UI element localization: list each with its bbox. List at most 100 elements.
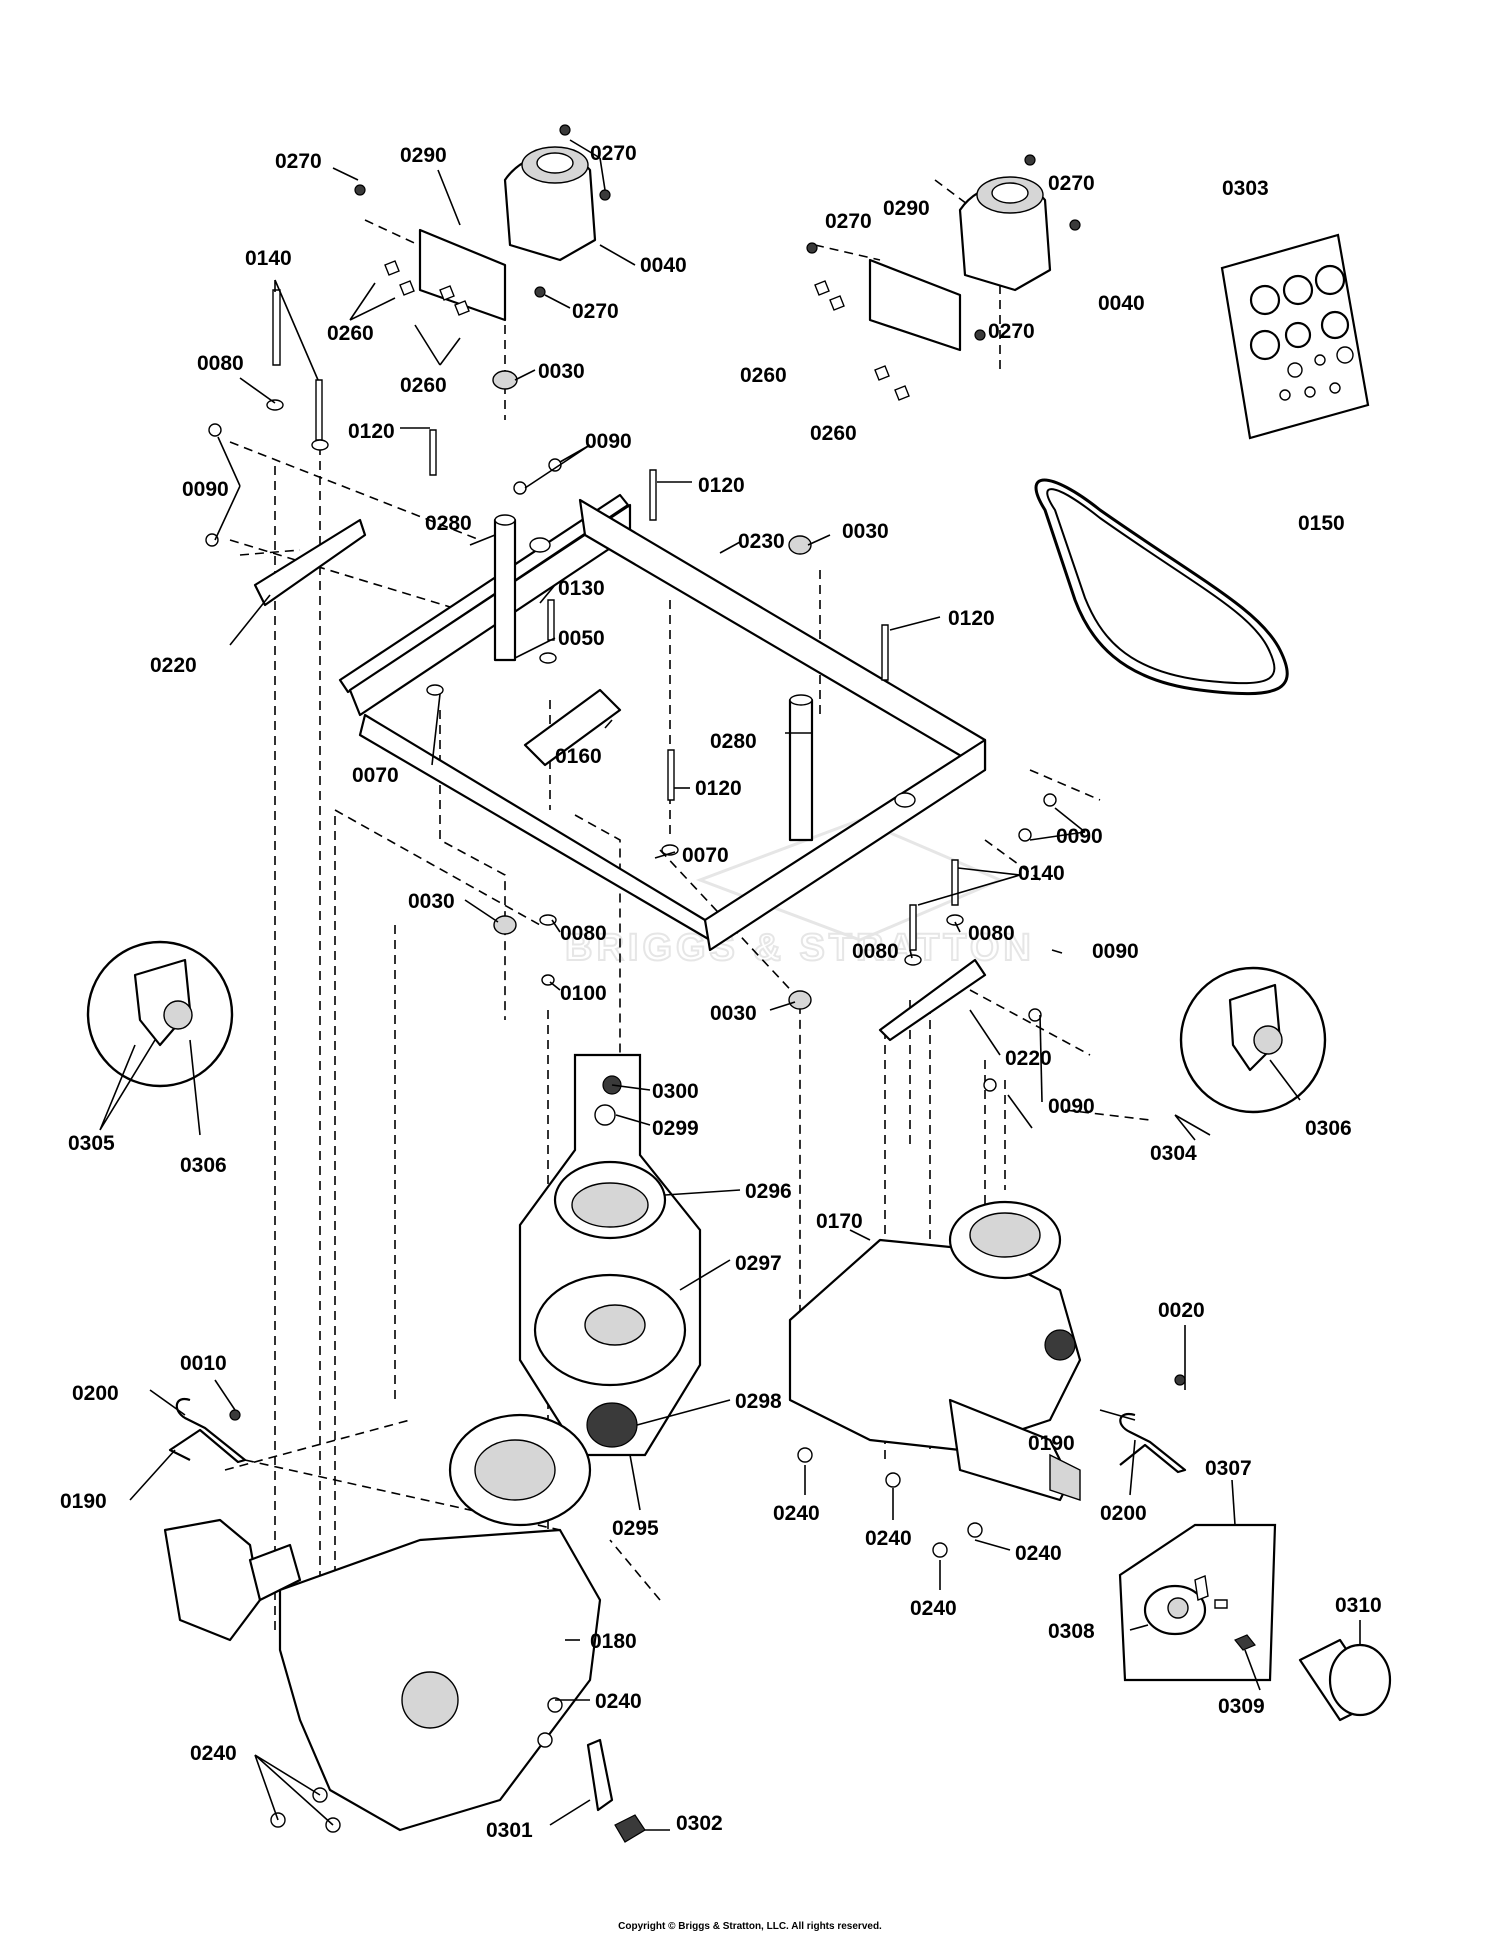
callout-label: 0230 bbox=[738, 530, 785, 553]
callout-label: 0270 bbox=[572, 300, 619, 323]
callout-label: 0270 bbox=[825, 210, 872, 233]
clip-0190-right bbox=[1119, 1412, 1187, 1474]
oil-filter-0310 bbox=[1298, 1638, 1392, 1722]
callout-label: 0180 bbox=[590, 1630, 637, 1653]
callout-label: 0270 bbox=[590, 142, 637, 165]
callout-label: 0170 bbox=[816, 1210, 863, 1233]
tube-0280-left bbox=[493, 518, 517, 662]
callout-label: 0240 bbox=[910, 1597, 957, 1620]
callout-label: 0240 bbox=[1015, 1542, 1062, 1565]
clip-0302 bbox=[614, 1814, 646, 1843]
callout-label: 0070 bbox=[352, 764, 399, 787]
clip-0190-left bbox=[168, 1397, 247, 1464]
callout-label: 0030 bbox=[408, 890, 455, 913]
callout-label: 0070 bbox=[682, 844, 729, 867]
callout-label: 0280 bbox=[710, 730, 757, 753]
left-transaxle-0180 bbox=[163, 1413, 602, 1833]
callout-label: 0140 bbox=[245, 247, 292, 270]
callout-label: 0100 bbox=[560, 982, 607, 1005]
callout-label: 0140 bbox=[1018, 862, 1065, 885]
callout-label: 0302 bbox=[676, 1812, 723, 1835]
callout-label: 0295 bbox=[612, 1517, 659, 1540]
right-pump-assembly bbox=[806, 154, 1081, 401]
callout-label: 0130 bbox=[558, 577, 605, 600]
fastener-0020 bbox=[1174, 1374, 1186, 1386]
callout-label: 0200 bbox=[1100, 1502, 1147, 1525]
callout-label: 0120 bbox=[698, 474, 745, 497]
nut-0309 bbox=[1234, 1634, 1256, 1651]
callout-label: 0020 bbox=[1158, 1299, 1205, 1322]
callout-label: 0030 bbox=[710, 1002, 757, 1025]
callout-label: 0290 bbox=[400, 144, 447, 167]
callout-label: 0240 bbox=[595, 1690, 642, 1713]
callout-label: 0304 bbox=[1150, 1142, 1197, 1165]
collar-0030-upper-right bbox=[788, 535, 812, 555]
seal-kit-0303 bbox=[1220, 233, 1370, 440]
callout-label: 0120 bbox=[948, 607, 995, 630]
leader-lines bbox=[99, 139, 1361, 1831]
hub-kit-0307 bbox=[1118, 1523, 1277, 1682]
callout-label: 0270 bbox=[275, 150, 322, 173]
callout-label: 0090 bbox=[1092, 940, 1139, 963]
callout-label: 0240 bbox=[190, 1742, 237, 1765]
left-axle-hub bbox=[163, 1518, 262, 1642]
washer-0299 bbox=[594, 1104, 616, 1126]
callout-label: 0260 bbox=[740, 364, 787, 387]
callout-label: 0040 bbox=[640, 254, 687, 277]
callout-label: 0298 bbox=[735, 1390, 782, 1413]
callout-label: 0120 bbox=[695, 777, 742, 800]
bolts bbox=[205, 289, 1057, 1092]
collar-0030-upper-left bbox=[492, 370, 518, 390]
callout-label: 0260 bbox=[400, 374, 447, 397]
callout-label: 0090 bbox=[1048, 1095, 1095, 1118]
callout-label: 0305 bbox=[68, 1132, 115, 1155]
callout-label: 0240 bbox=[865, 1527, 912, 1550]
callout-label: 0080 bbox=[560, 922, 607, 945]
callout-label: 0290 bbox=[883, 197, 930, 220]
frame-tubes bbox=[493, 514, 814, 842]
hub-0298 bbox=[586, 1402, 638, 1448]
detail-circle-right bbox=[1179, 966, 1327, 1114]
fastener-0010 bbox=[229, 1409, 241, 1421]
callout-label: 0307 bbox=[1205, 1457, 1252, 1480]
bracket-0220-right bbox=[878, 958, 987, 1042]
left-pump-assembly bbox=[354, 124, 611, 390]
watermark-text: BRIGGS & STRATTON bbox=[565, 927, 1035, 969]
callout-label: 0301 bbox=[486, 1819, 533, 1842]
callout-label: 0150 bbox=[1298, 512, 1345, 535]
callout-label: 0297 bbox=[735, 1252, 782, 1275]
callout-label: 0090 bbox=[585, 430, 632, 453]
callout-label: 0030 bbox=[538, 360, 585, 383]
collar-0030-lower-left bbox=[493, 915, 517, 935]
callout-label: 0309 bbox=[1218, 1695, 1265, 1718]
callout-label: 0120 bbox=[348, 420, 395, 443]
callout-label: 0160 bbox=[555, 745, 602, 768]
callout-label: 0080 bbox=[197, 352, 244, 375]
callout-label: 0220 bbox=[150, 654, 197, 677]
tube-0280-right bbox=[788, 698, 814, 842]
callout-label: 0190 bbox=[60, 1490, 107, 1513]
main-frame bbox=[338, 493, 987, 952]
callout-label: 0260 bbox=[810, 422, 857, 445]
linkage-0301 bbox=[586, 1738, 614, 1812]
callout-label: 0050 bbox=[558, 627, 605, 650]
callout-label: 0296 bbox=[745, 1180, 792, 1203]
pump-mounting-plate-left bbox=[418, 228, 507, 322]
plate-0160 bbox=[523, 688, 622, 767]
callout-label: 0090 bbox=[182, 478, 229, 501]
callout-label: 0280 bbox=[425, 512, 472, 535]
callout-label: 0080 bbox=[852, 940, 899, 963]
copyright-notice: Copyright © Briggs & Stratton, LLC. All … bbox=[618, 1921, 882, 1932]
callout-label: 0303 bbox=[1222, 177, 1269, 200]
callout-label: 0080 bbox=[968, 922, 1015, 945]
callout-label: 0010 bbox=[180, 1352, 227, 1375]
callout-label: 0190 bbox=[1028, 1432, 1075, 1455]
callout-label: 0030 bbox=[842, 520, 889, 543]
callout-labels: 0270 0290 0270 0040 0270 0260 0260 0030 … bbox=[60, 142, 1382, 1842]
callout-label: 0220 bbox=[1005, 1047, 1052, 1070]
detail-circle-left bbox=[86, 940, 234, 1088]
callout-label: 0260 bbox=[327, 322, 374, 345]
frame-rear-rail bbox=[703, 738, 987, 952]
pump-mounting-plate-right bbox=[868, 258, 962, 352]
